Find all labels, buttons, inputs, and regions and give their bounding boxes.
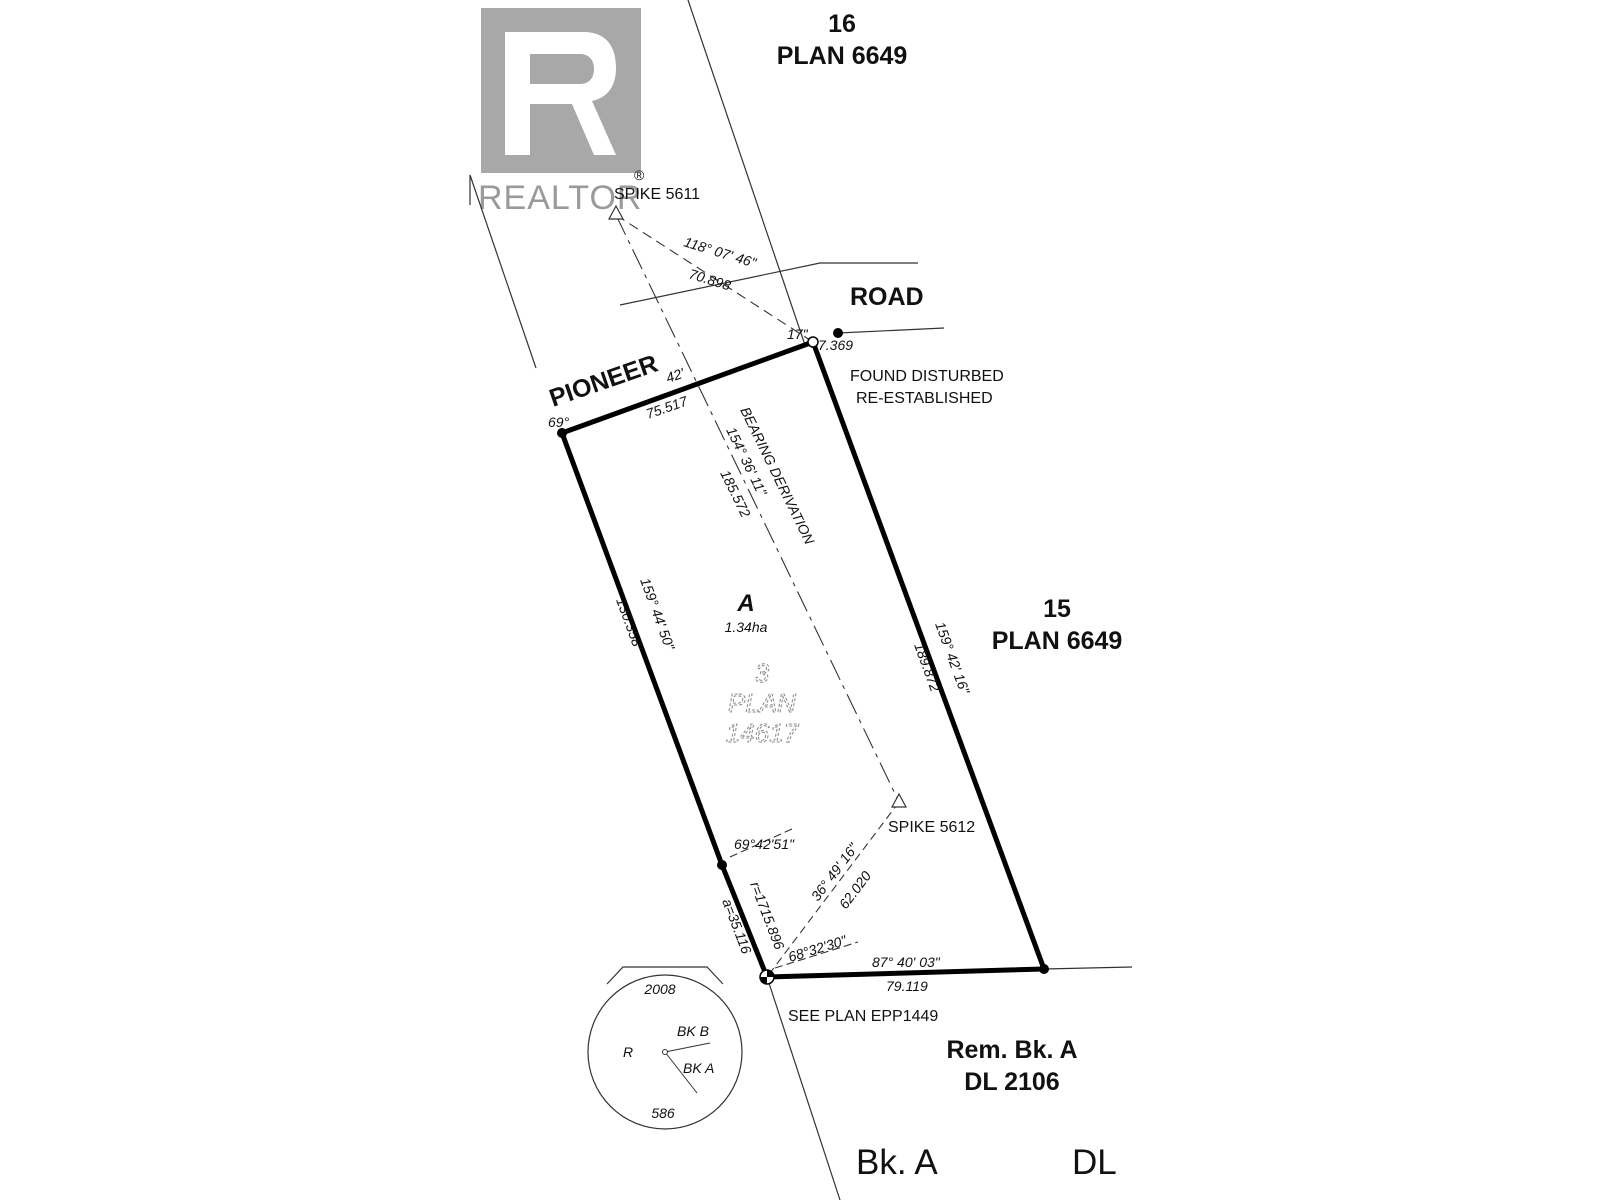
spike-north-icon — [607, 204, 625, 220]
subject-parcel-boundary — [559, 339, 1047, 980]
key-map-bottom-label: 586 — [651, 1105, 675, 1121]
rem-bk-a-label: Rem. Bk. A — [946, 1036, 1077, 1064]
west-line-distance: 130.358 — [613, 596, 645, 649]
lot16-east-line — [687, 0, 806, 346]
control-monument-icon — [759, 969, 775, 985]
corner-pin-road — [833, 328, 843, 338]
re-established-label: RE-ESTABLISHED — [856, 390, 993, 407]
south-line-east — [1043, 966, 1133, 970]
subject-lot-label: A — [736, 590, 754, 617]
key-map-bk-b-label: BK B — [677, 1023, 709, 1039]
see-plan-label: SEE PLAN EPP1449 — [788, 1008, 938, 1025]
top-angle-17: 17" — [787, 326, 809, 342]
disturbed-pin-icon — [807, 336, 819, 348]
spike-north-label: SPIKE 5611 — [614, 186, 700, 203]
curve-arc-length: a=35.116 — [719, 896, 755, 956]
angle-68-32-30: 68°32'30" — [786, 932, 849, 965]
key-map-top-label: 2008 — [643, 981, 675, 997]
south-line-bearing: 87° 40' 03" — [872, 954, 941, 970]
east-line-distance: 189.872 — [911, 641, 943, 694]
lot16-west-line — [469, 174, 537, 369]
ghost-lot-number: 3 — [755, 658, 770, 688]
rem-dl-label: DL 2106 — [964, 1068, 1059, 1096]
corner-pin-nw — [557, 428, 567, 438]
realtor-logo: REALTOR ® — [478, 8, 645, 217]
key-map-line-b — [664, 1042, 711, 1053]
corner-angle-69: 69° — [548, 414, 570, 430]
angle-tick-68 — [774, 941, 859, 969]
angle-69-42-51: 69°42'51" — [734, 836, 795, 852]
subject-lot-area: 1.34ha — [725, 619, 768, 635]
neighbour-lines — [469, 0, 1133, 1200]
key-map-north-tab — [606, 966, 724, 985]
key-map-left-label: R — [623, 1044, 633, 1060]
road-south-edge-east — [837, 327, 945, 334]
north-tie-line — [615, 214, 814, 343]
lot16-plan: PLAN 6649 — [777, 42, 908, 70]
ghost-plan-label: PLAN — [728, 688, 796, 718]
bk-a-boundary — [766, 976, 841, 1200]
lot15-plan: PLAN 6649 — [992, 627, 1123, 655]
bearing-derivation-line — [615, 214, 900, 803]
registered-mark: ® — [634, 167, 645, 183]
corner-pin-curve — [717, 860, 727, 870]
tie-lines — [615, 214, 900, 978]
south-tie-line — [766, 801, 900, 978]
key-map-center-icon — [662, 1049, 668, 1055]
bottom-dl-label: DL — [1072, 1143, 1117, 1182]
spike-south-label: SPIKE 5612 — [888, 819, 975, 836]
lot15-number: 15 — [1043, 595, 1071, 623]
spike-south-icon — [890, 792, 908, 808]
key-map: 2008 586 R BK B BK A — [587, 966, 743, 1130]
monuments — [557, 204, 1049, 985]
lot16-number: 16 — [828, 10, 856, 38]
found-disturbed-label: FOUND DISTURBED — [850, 368, 1004, 385]
top-distance-7369: 7.369 — [818, 337, 853, 353]
corner-pin-se — [1039, 964, 1049, 974]
pioneer-angle-42: 42' — [664, 364, 688, 386]
bottom-bk-a-label: Bk. A — [856, 1143, 938, 1182]
key-map-bk-a-label: BK A — [683, 1060, 714, 1076]
key-map-line-a — [664, 1051, 698, 1094]
realtor-r-icon — [505, 32, 616, 155]
road-north-edge — [619, 262, 918, 306]
south-line-distance: 79.119 — [886, 978, 928, 994]
key-map-circle — [587, 974, 743, 1130]
road-name-road: ROAD — [850, 283, 924, 311]
ghost-plan-number: 14617 — [726, 718, 800, 748]
